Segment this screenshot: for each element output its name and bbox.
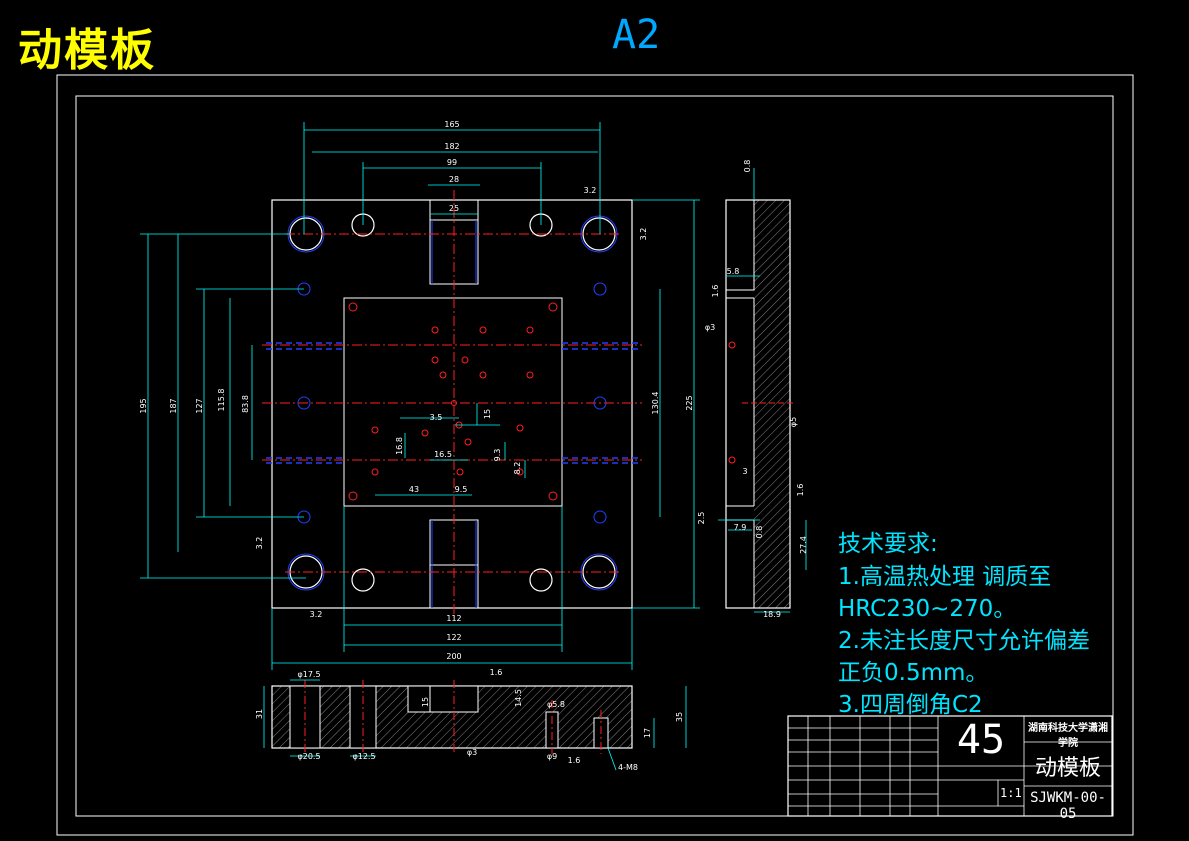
dimension-label: 1.6 bbox=[711, 285, 720, 298]
dimension-label: 15 bbox=[483, 409, 492, 419]
dimension-label: 3.2 bbox=[584, 186, 597, 195]
dimension-label: φ17.5 bbox=[297, 670, 320, 679]
dimension-label: 16.8 bbox=[395, 437, 404, 455]
inner-border bbox=[75, 95, 1114, 817]
dimension-label: 18.9 bbox=[763, 610, 781, 619]
tech-req-item: 3.四周倒角C2 bbox=[838, 692, 983, 718]
dimension-label: φ5 bbox=[789, 417, 798, 427]
top-view bbox=[140, 122, 700, 670]
dimension-label: 31 bbox=[255, 709, 264, 719]
dimension-label: 225 bbox=[685, 395, 694, 410]
dimension-label: 127 bbox=[195, 398, 204, 413]
dimension-label: 0.8 bbox=[755, 526, 764, 539]
dimension-label: φ3 bbox=[705, 323, 715, 332]
tech-req-item: 1.高温热处理 调质至 bbox=[838, 564, 1052, 590]
dimension-label: 115.8 bbox=[217, 389, 226, 412]
dimension-label: 9.3 bbox=[493, 449, 502, 462]
dimension-label: 3.2 bbox=[255, 537, 264, 550]
dimension-labels: 165 182 99 28 25 3.2 3.2 195 187 127 115.8 83.8 130.… bbox=[139, 120, 808, 772]
drawing-code: SJWKM-00-05 bbox=[1030, 790, 1106, 822]
scale-label: 1:1 bbox=[1000, 786, 1022, 800]
material-label: 45 bbox=[956, 717, 1006, 763]
dimension-label: 83.8 bbox=[241, 395, 250, 413]
dimension-label: 0.8 bbox=[743, 160, 752, 173]
tech-req-item: HRC230~270。 bbox=[838, 596, 1017, 622]
dimension-label: 3.5 bbox=[430, 413, 443, 422]
dimension-label: φ12.5 bbox=[352, 752, 375, 761]
dimension-label: 187 bbox=[169, 398, 178, 413]
section-view bbox=[263, 679, 687, 771]
dimension-label: 5.8 bbox=[727, 267, 740, 276]
dimension-label: φ9 bbox=[547, 752, 557, 761]
cavity-pocket bbox=[343, 297, 563, 507]
dimension-label: 15 bbox=[421, 697, 430, 707]
dimension-label: 25 bbox=[449, 204, 459, 213]
dimension-label: 112 bbox=[446, 614, 461, 623]
dimension-label: 16.5 bbox=[434, 450, 452, 459]
sheet-size-label: A2 bbox=[612, 12, 661, 58]
dimension-label: 99 bbox=[447, 158, 457, 167]
dimension-label: 27.4 bbox=[799, 536, 808, 554]
tech-req-heading: 技术要求: bbox=[838, 531, 938, 557]
title-block-grid bbox=[787, 715, 1113, 817]
dimension-label: 9.5 bbox=[455, 485, 468, 494]
dimension-label: 7.9 bbox=[734, 523, 747, 532]
dimension-label: 43 bbox=[409, 485, 419, 494]
outer-border bbox=[56, 74, 1134, 836]
dimension-label: 35 bbox=[675, 712, 684, 722]
dimension-label: 14.5 bbox=[514, 689, 523, 707]
tech-req-item: 2.未注长度尺寸允许偏差 bbox=[838, 628, 1090, 654]
dimension-label: 130.4 bbox=[651, 392, 660, 415]
dimension-label: 3 bbox=[742, 467, 747, 476]
title-block-part-name: 动模板 bbox=[1034, 756, 1101, 781]
dimension-label: 165 bbox=[444, 120, 459, 129]
tech-req-item: 正负0.5mm。 bbox=[838, 660, 989, 686]
dimension-label: 3.2 bbox=[639, 228, 648, 241]
dimension-label: 4-M8 bbox=[618, 763, 638, 772]
dimension-label: 122 bbox=[446, 633, 461, 642]
school-name: 湖南科技大学潇湘学院 bbox=[1028, 723, 1108, 749]
dimension-label: 8.2 bbox=[513, 462, 522, 475]
dimension-label: φ20.5 bbox=[297, 752, 320, 761]
dimension-label: 1.6 bbox=[490, 668, 503, 677]
dimension-label: 28 bbox=[449, 175, 459, 184]
dimension-label: 182 bbox=[444, 142, 459, 151]
dimension-label: 2.5 bbox=[697, 512, 706, 525]
dimension-label: 195 bbox=[139, 398, 148, 413]
dimension-label: 1.6 bbox=[568, 756, 581, 765]
dimension-label: φ5.8 bbox=[547, 700, 565, 709]
dimension-label: 3.2 bbox=[310, 610, 323, 619]
dimension-label: 17 bbox=[643, 728, 652, 738]
side-view bbox=[718, 168, 807, 613]
drawing-title: 动模板 bbox=[18, 25, 156, 76]
dimension-label: 1.6 bbox=[796, 484, 805, 497]
dimension-label: φ3 bbox=[467, 748, 477, 757]
dimension-label: 200 bbox=[446, 652, 461, 661]
